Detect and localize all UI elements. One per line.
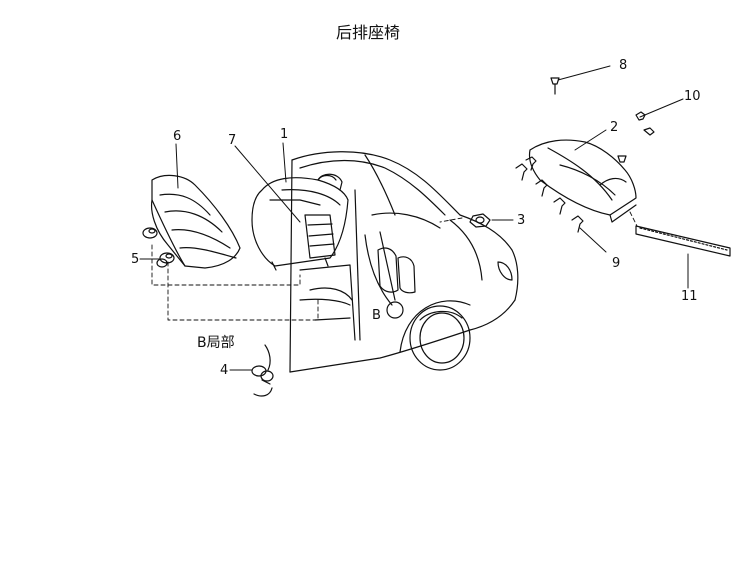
callout-6: 6 — [173, 129, 182, 144]
rear-parcel-shelf — [528, 139, 637, 223]
car-body — [289, 151, 519, 373]
detail-b-label: B局部 — [197, 335, 235, 351]
callout-2: 2 — [610, 120, 619, 135]
rear-wheel — [409, 305, 471, 371]
fasteners — [142, 77, 655, 397]
callout-7: 7 — [228, 133, 237, 148]
reference-lines — [151, 211, 638, 321]
trim-strip — [635, 225, 731, 257]
callout-8: 8 — [619, 58, 628, 73]
callout-3: 3 — [517, 213, 526, 228]
seat-cushion — [150, 174, 241, 269]
callout-11: 11 — [681, 289, 698, 304]
callout-9: 9 — [612, 256, 621, 271]
callout-10: 10 — [684, 89, 701, 104]
callout-1: 1 — [280, 127, 289, 142]
leader-lines — [139, 65, 689, 371]
seat-back — [251, 173, 349, 271]
callout-4: 4 — [220, 363, 229, 378]
marker-b: B — [372, 308, 381, 323]
diagram-title: 后排座椅 — [335, 23, 400, 42]
callout-5: 5 — [131, 252, 140, 267]
